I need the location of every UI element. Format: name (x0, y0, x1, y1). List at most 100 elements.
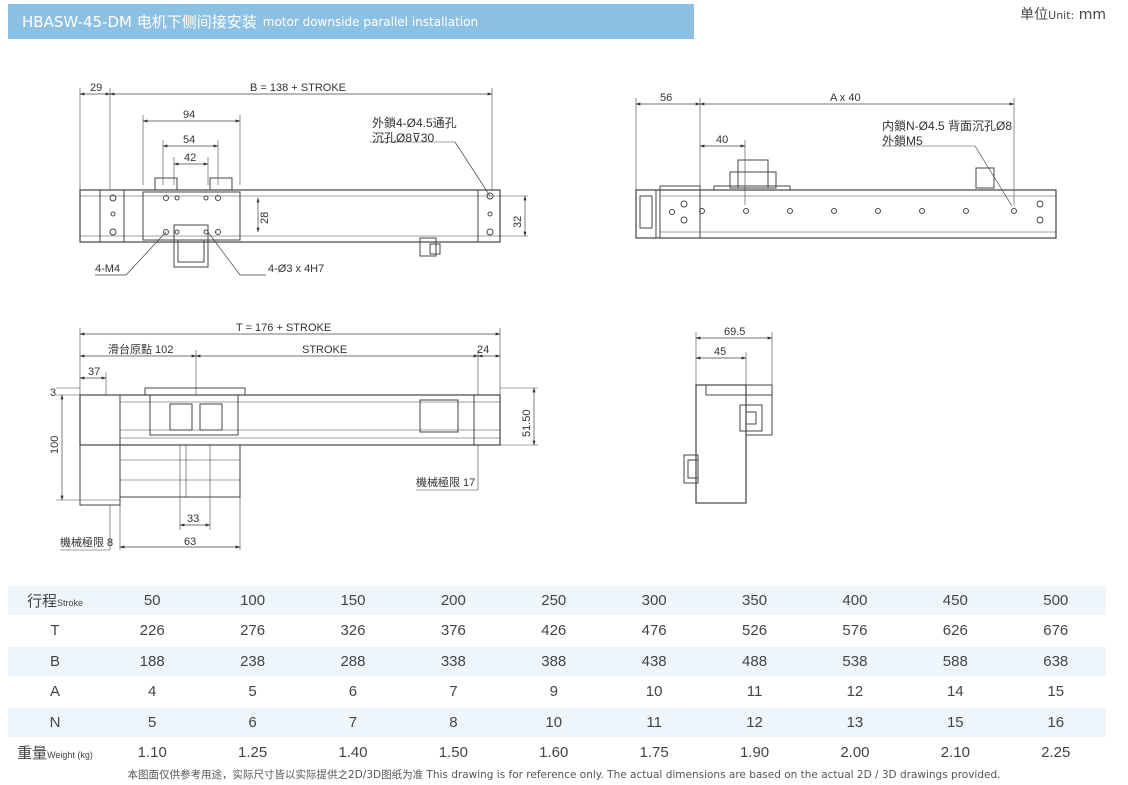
dim-54: 54 (183, 134, 195, 146)
table-cell: 2.25 (1005, 737, 1106, 769)
table-cell: 9 (503, 676, 604, 708)
table-cell: 8 (403, 707, 504, 739)
table-cell: 200 (403, 586, 504, 617)
table-cell: 588 (905, 646, 1006, 678)
table-cell: 7 (302, 707, 404, 739)
dim-94: 94 (183, 109, 195, 121)
table-cell: 288 (302, 646, 404, 678)
table-cell: 15 (1005, 676, 1106, 708)
note-holes-1: 外鎖4-Ø4.5通孔 (372, 115, 457, 130)
dim-stroke: STROKE (302, 344, 347, 356)
dim-origin: 滑台原點 102 (108, 342, 173, 356)
row-label-en: Stroke (57, 597, 84, 608)
table-cell: 1.75 (603, 737, 705, 769)
table-cell: 526 (704, 615, 805, 647)
dim-t: T = 176 + STROKE (236, 322, 331, 334)
dim-28: 28 (259, 212, 271, 224)
table-cell: 500 (1005, 586, 1106, 617)
table-cell: 300 (603, 586, 705, 617)
table-cell: 1.25 (202, 737, 303, 769)
table-cell: 11 (704, 676, 805, 708)
table-cell: 1.90 (704, 737, 805, 769)
table-cell: 538 (804, 646, 906, 678)
table-cell: 12 (804, 676, 906, 708)
dim-33: 33 (187, 513, 199, 525)
row-label-text: 行程 (26, 592, 57, 610)
end-view (683, 332, 773, 504)
side-view (56, 328, 538, 551)
table-cell: 326 (302, 615, 404, 647)
dim-a: A x 40 (830, 92, 861, 104)
technical-drawing: 29 B = 138 + STROKE 94 54 42 28 32 外鎖4-Ø… (49, 82, 1057, 551)
dim-695: 69.5 (724, 326, 745, 338)
table-cell: 388 (503, 646, 604, 678)
dim-24: 24 (477, 344, 489, 356)
table-cell: 2.10 (905, 737, 1006, 769)
page-subtitle: motor downside parallel installation (262, 14, 479, 29)
row-label-text: A (49, 683, 60, 701)
table-cell: 438 (603, 646, 705, 678)
dim-29: 29 (90, 82, 102, 94)
table-cell: 6 (302, 676, 404, 708)
row-label-text: T (50, 622, 60, 640)
dim-45: 45 (714, 346, 726, 358)
unit-value: mm (1078, 7, 1106, 23)
dim-42: 42 (184, 152, 196, 164)
table-cell: 476 (603, 615, 705, 647)
table-cell: 1.50 (403, 737, 504, 769)
table-cell: 376 (403, 615, 504, 647)
table-cell: 276 (202, 615, 303, 647)
table-cell: 50 (102, 586, 203, 617)
table-cell: 15 (905, 707, 1006, 739)
table-cell: 626 (905, 615, 1006, 647)
row-label: A (8, 676, 102, 708)
dim-32: 32 (512, 216, 524, 228)
dim-37: 37 (88, 366, 100, 378)
table-cell: 12 (704, 707, 805, 739)
table-cell: 338 (403, 646, 504, 678)
row-label-en: Weight (kg) (47, 750, 93, 761)
label-pin: 4-Ø3 x 4H7 (268, 263, 324, 275)
table-cell: 10 (603, 676, 705, 708)
table-cell: 1.40 (302, 737, 404, 769)
footnote: 本图面仅供参考用途，实际尺寸皆以实际提供之2D/3D图纸为准 This draw… (127, 769, 1001, 781)
table-cell: 188 (102, 646, 203, 678)
table-cell: 450 (905, 586, 1006, 617)
unit-label: 单位Unit: mm (1020, 4, 1106, 24)
label-m4: 4-M4 (95, 263, 120, 275)
table-cell: 5 (202, 676, 303, 708)
table-cell: 13 (804, 707, 906, 739)
table-cell: 5 (102, 707, 203, 739)
page-title: HBASW-45-DM 电机下侧间接安装 (22, 13, 257, 31)
table-cell: 426 (503, 615, 604, 647)
table-cell: 250 (503, 586, 604, 617)
row-label: N (8, 707, 102, 739)
limit-17: 機械極限 17 (416, 475, 475, 489)
note-inner-1: 内鎖N-Ø4.5 背面沉孔Ø8 (882, 118, 1012, 133)
end-view-labels: 69.5 45 (714, 326, 745, 358)
side-view-labels: T = 176 + STROKE 滑台原點 102 STROKE 24 37 3… (49, 322, 533, 549)
note-inner-2: 外鎖M5 (882, 133, 923, 148)
unit-en: Unit: (1048, 9, 1075, 22)
dim-63: 63 (184, 536, 196, 548)
dim-3: 3 (50, 387, 56, 399)
table-cell: 7 (403, 676, 504, 708)
dim-b: B = 138 + STROKE (250, 82, 346, 94)
row-label-text: N (49, 713, 61, 731)
table-cell: 400 (804, 586, 906, 617)
table-cell: 350 (704, 586, 805, 617)
table-cell: 4 (102, 676, 203, 708)
table-cell: 238 (202, 646, 303, 678)
table-cell: 638 (1005, 646, 1106, 678)
top-view (79, 88, 528, 276)
table-cell: 226 (102, 615, 203, 647)
table-cell: 6 (202, 707, 303, 739)
table-cell: 150 (302, 586, 404, 617)
